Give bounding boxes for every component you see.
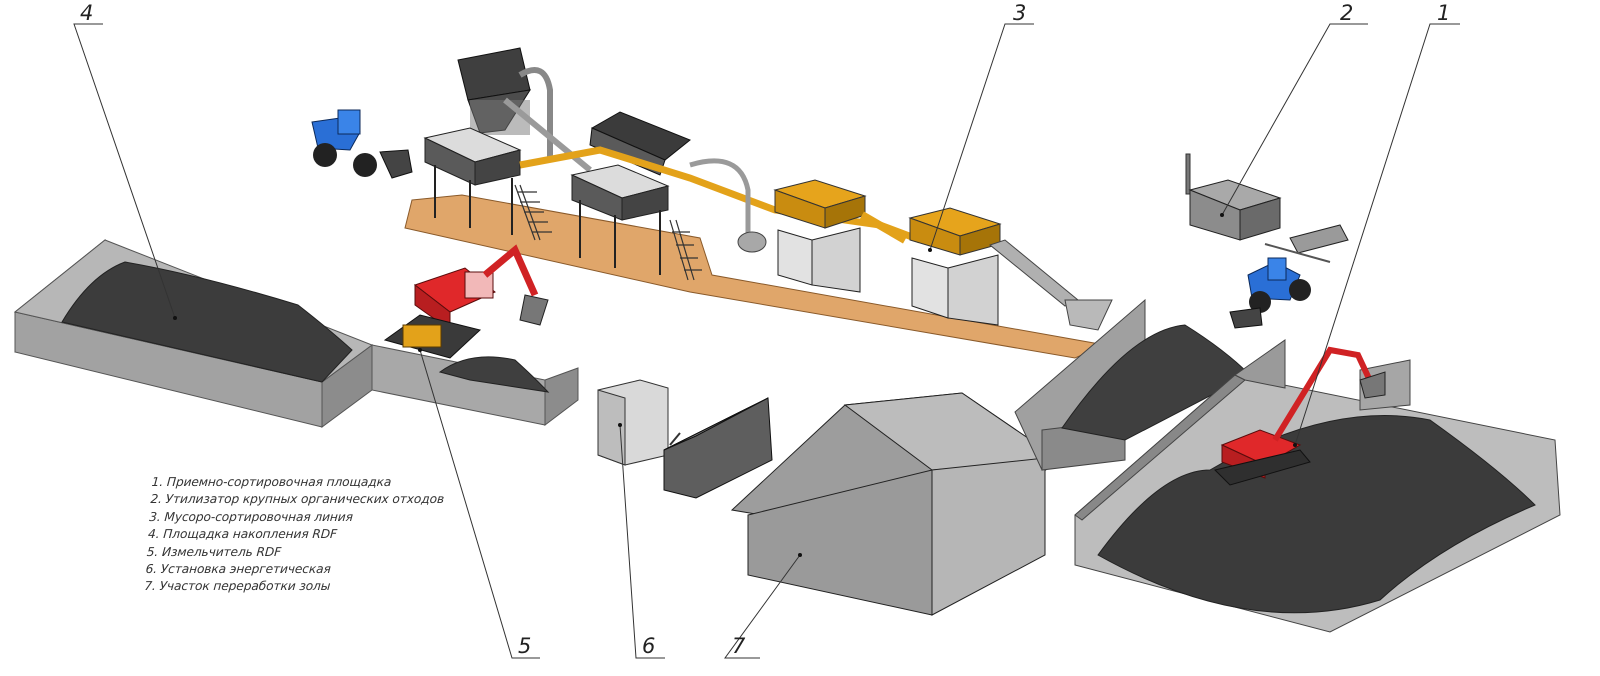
callout-7-number: 7 (732, 634, 746, 658)
legend-item-4: 4. Площадка накопления RDF (147, 527, 338, 542)
energy-unit (597, 379, 773, 499)
callout-5-number: 5 (518, 634, 531, 658)
legend-item-1: 1. Приемно-сортировочная площадка (151, 475, 392, 489)
front-loader-right (1229, 257, 1311, 329)
legend-list: 1. Приемно-сортировочная площадка 2. Ути… (144, 474, 446, 596)
legend-item-7: 7. Участок переработки золы (143, 579, 331, 594)
callout-dots (173, 213, 1297, 557)
excavator-shredder-group (383, 244, 549, 359)
sorting-line (311, 47, 1113, 359)
callout-6-number: 6 (642, 634, 655, 658)
receiving-sorting-area (1014, 298, 1561, 633)
sorting-platform (404, 194, 1107, 359)
callout-3-number: 3 (1013, 1, 1026, 25)
ash-processing-building (730, 392, 1062, 616)
waste-pile (1097, 415, 1536, 614)
rdf-pile (61, 261, 353, 383)
legend-item-6: 6. Установка энергетическая (145, 562, 332, 577)
organic-waste-utilizer (1185, 153, 1349, 329)
callout-2-number: 2 (1340, 1, 1353, 25)
excavator-right (1214, 346, 1386, 486)
legend-item-5: 5. Измельчитель RDF (146, 544, 282, 559)
small-rdf-pile (438, 356, 550, 393)
callout-leaders (73, 23, 1460, 659)
callout-4-number: 4 (80, 1, 93, 25)
rdf-storage-area (13, 238, 579, 428)
callout-1-number: 1 (1437, 1, 1450, 25)
front-loader-left (311, 109, 413, 179)
legend-item-3: 3. Мусоро-сортировочная линия (148, 509, 354, 524)
legend-item-2: 2. Утилизатор крупных органических отход… (149, 492, 445, 507)
